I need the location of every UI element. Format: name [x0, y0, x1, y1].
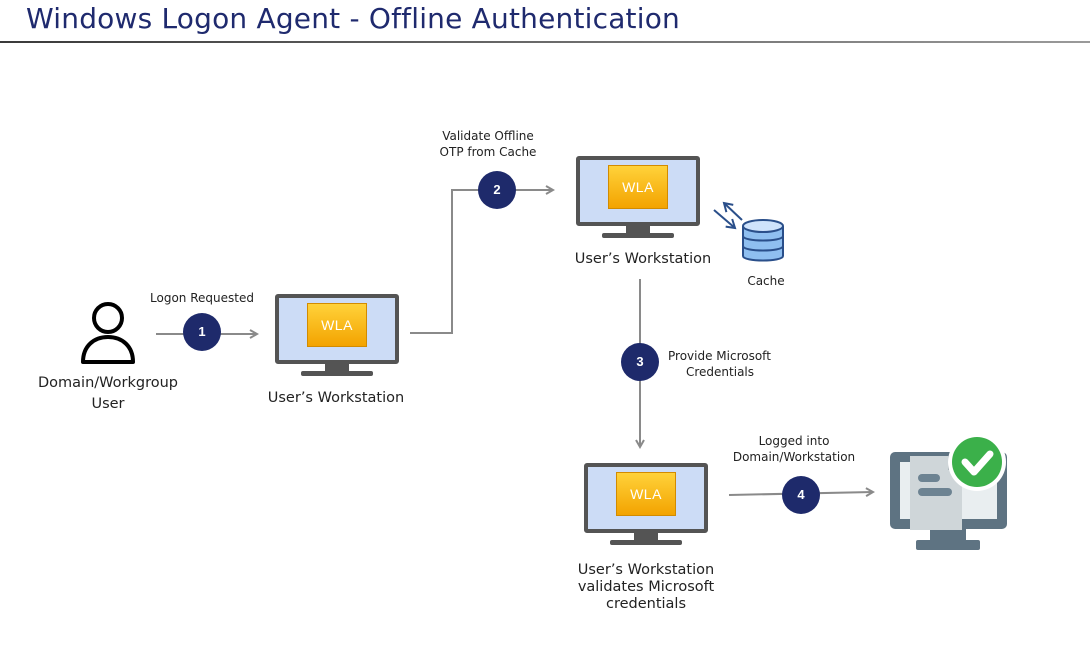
monitor-neck [626, 226, 650, 234]
workstation-3-label-line-1: User’s Workstation [577, 562, 715, 578]
step-3-label-line-1: Provide Microsoft [668, 349, 771, 363]
connector-step-2 [410, 190, 553, 334]
workstation-3-label: User’s Workstation validates Microsoft c… [566, 562, 726, 613]
cache-label: Cache [747, 274, 785, 288]
step-2-label-line-1: Validate Offline [442, 129, 534, 143]
monitor-neck [634, 533, 658, 541]
monitor-foot [602, 233, 674, 238]
workstation-2-label-line: User’s Workstation [574, 251, 712, 267]
page-title: Windows Logon Agent - Offline Authentica… [26, 2, 680, 35]
workstation-1-monitor-icon: WLA [275, 294, 399, 380]
wla-tag: WLA [616, 472, 676, 516]
workstation-3-label-line-2: validates Microsoft [577, 579, 715, 595]
step-4-label-line-1: Logged into [758, 434, 830, 448]
monitor-neck [325, 364, 349, 372]
computer-check-icon [890, 433, 1007, 550]
workstation-1-label: User’s Workstation [256, 390, 416, 407]
step-3-label: Provide Microsoft Credentials [668, 348, 808, 380]
cache-arrow-out [713, 209, 737, 230]
workstation-3-label-line-3: credentials [605, 596, 687, 612]
step-1-label: Logon Requested [132, 290, 272, 306]
workstation-2-monitor-icon: WLA [576, 156, 700, 242]
workstation-2-label: User’s Workstation [566, 251, 720, 268]
step-4-label-line-2: Domain/Workstation [732, 450, 856, 464]
user-label-line-1: Domain/Workgroup [38, 375, 178, 391]
monitor-foot [301, 371, 373, 376]
step-2-badge: 2 [478, 171, 516, 209]
step-4-badge: 4 [782, 476, 820, 514]
title-divider [0, 41, 1090, 43]
step-1-badge: 1 [183, 313, 221, 351]
step-1-label-line: Logon Requested [150, 291, 254, 305]
user-label: Domain/Workgroup User [28, 375, 188, 413]
step-2-label: Validate Offline OTP from Cache [428, 128, 548, 160]
workstation-1-label-line: User’s Workstation [267, 390, 405, 406]
user-label-line-2: User [91, 396, 125, 412]
step-4-label: Logged into Domain/Workstation [724, 433, 864, 465]
workstation-3-monitor-icon: WLA [584, 463, 708, 549]
cache-arrow-in [722, 201, 743, 221]
person-outline-icon [81, 302, 135, 364]
step-3-label-line-2: Credentials [686, 365, 755, 379]
step-3-badge: 3 [621, 343, 659, 381]
wla-tag: WLA [307, 303, 367, 347]
database-icon [742, 219, 784, 262]
wla-tag: WLA [608, 165, 668, 209]
monitor-foot [610, 540, 682, 545]
step-2-label-line-2: OTP from Cache [439, 145, 537, 159]
